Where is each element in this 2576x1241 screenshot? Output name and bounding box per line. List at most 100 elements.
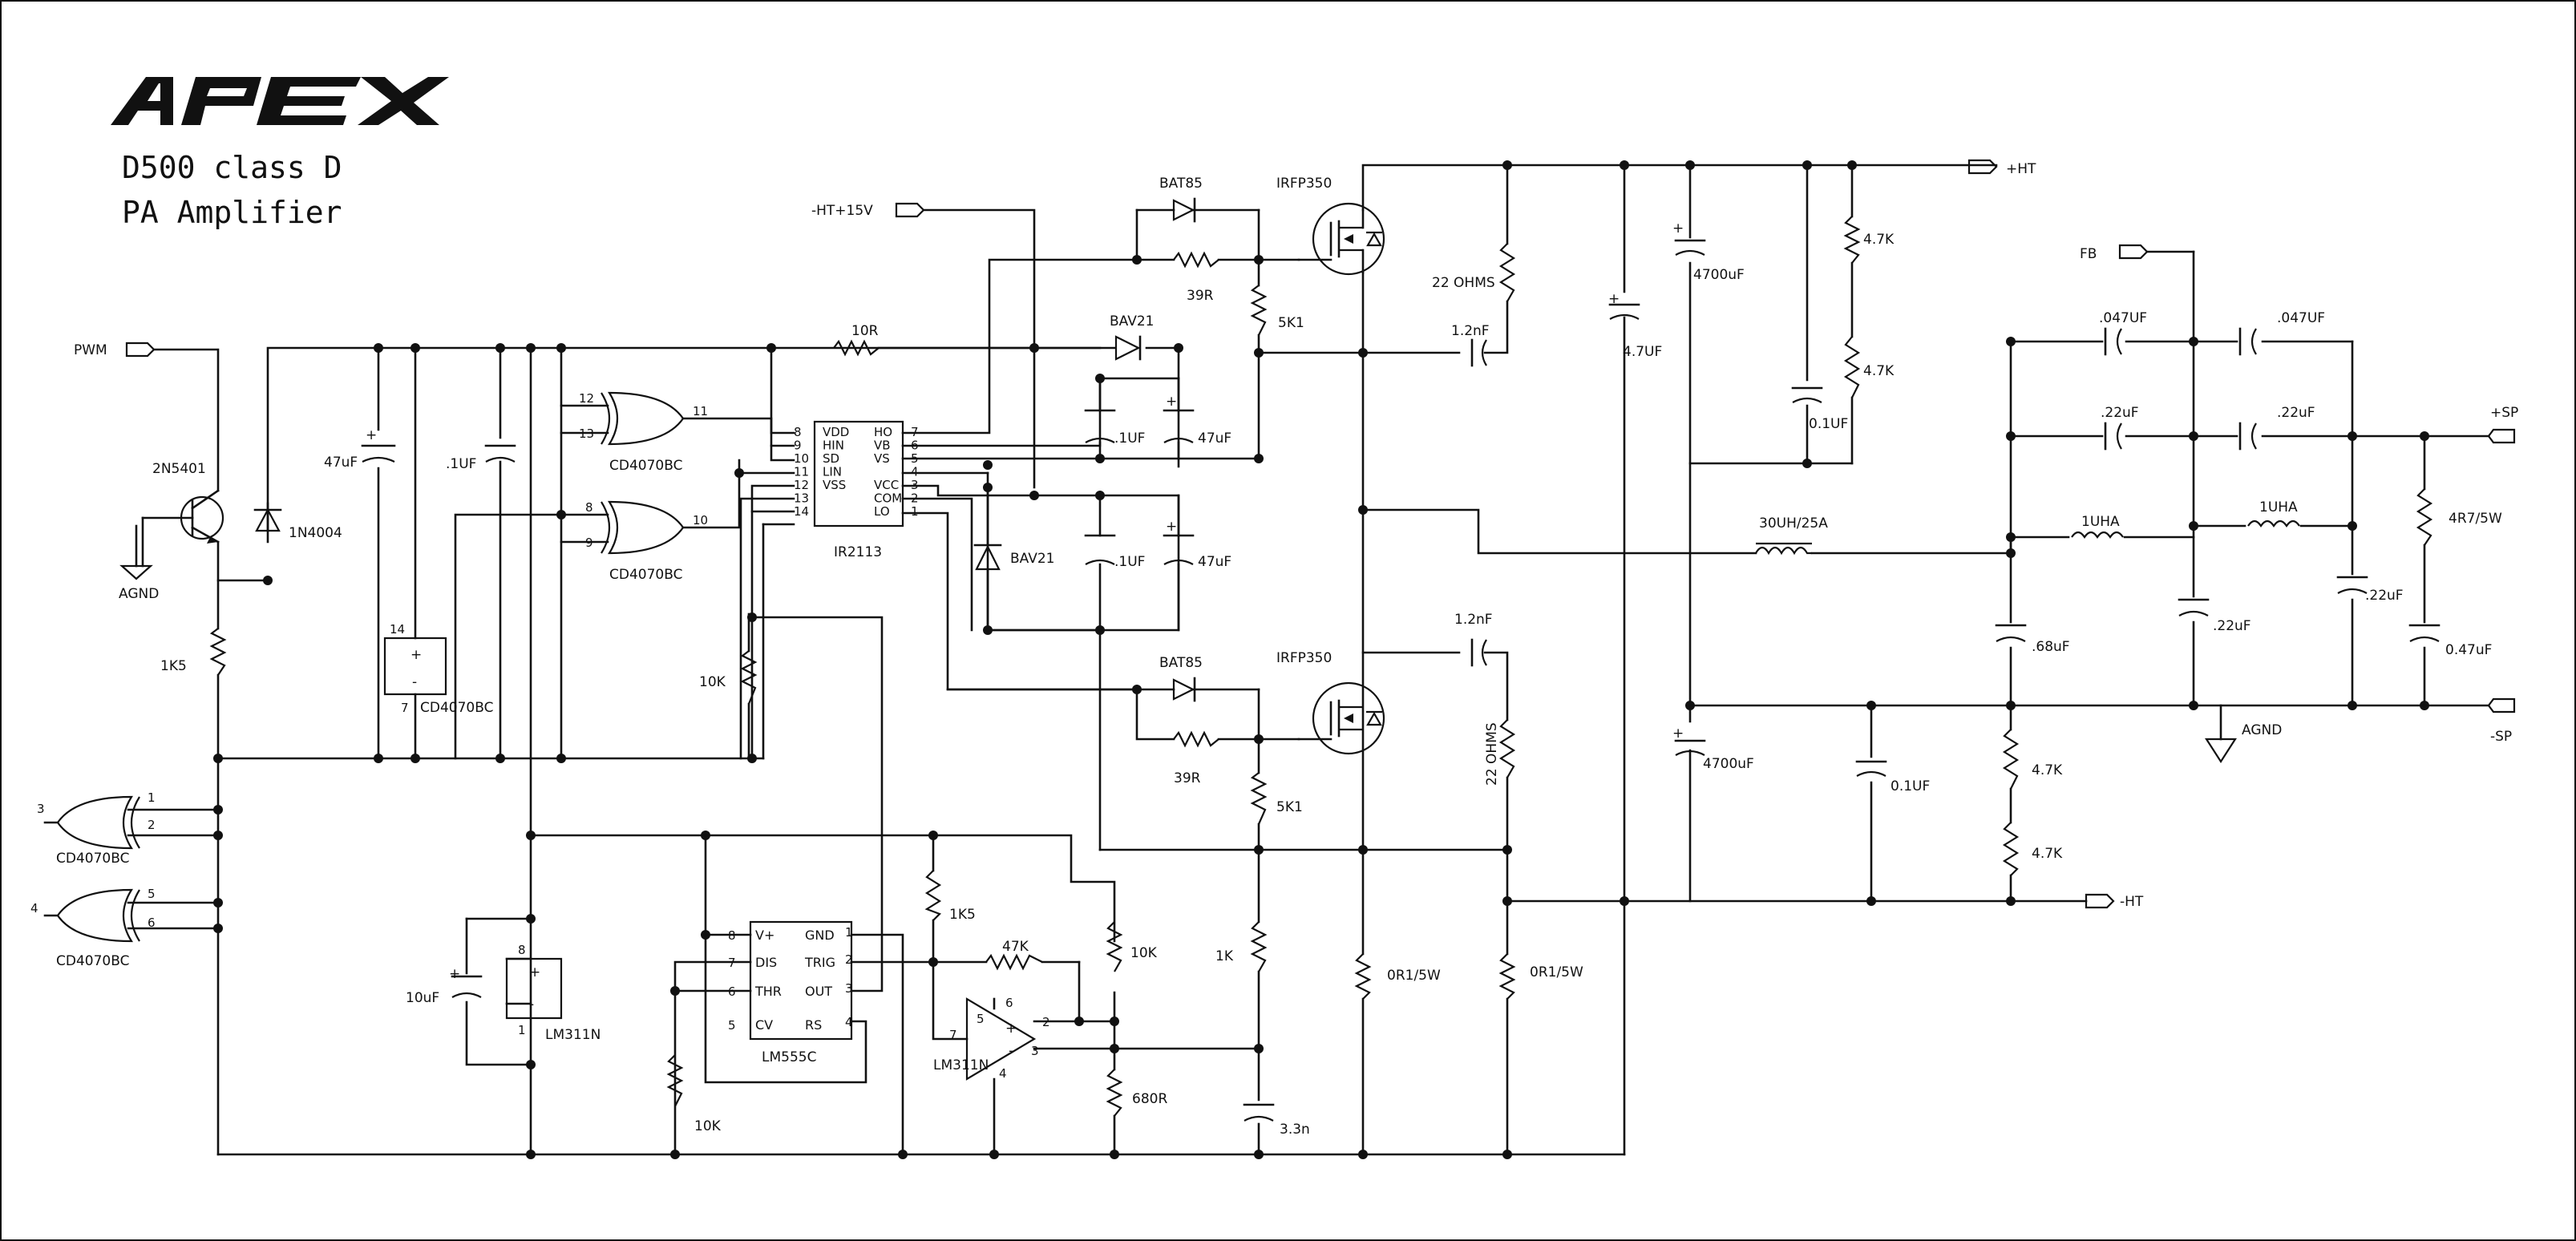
resistor-1k5[interactable]: 1K5 <box>160 628 227 676</box>
resistor-1k5-b[interactable]: 1K5 <box>924 870 976 923</box>
svg-text:11: 11 <box>693 404 708 418</box>
resistor-22ohm-lo[interactable]: 22 OHMS <box>1484 719 1516 786</box>
diode-bav21-hi[interactable]: BAV21 <box>1110 313 1154 361</box>
capacitor-3-3n[interactable]: 3.3n <box>1243 1103 1310 1138</box>
capacitor-1-2nf-lo[interactable]: 1.2nF <box>1454 612 1493 667</box>
svg-text:4.7K: 4.7K <box>1863 232 1895 248</box>
capacitor-4700uf-lo[interactable]: + 4700uF <box>1672 726 1754 772</box>
svg-text:.22uF: .22uF <box>2277 405 2315 421</box>
port-plus-ht[interactable]: +HT <box>1967 159 2036 177</box>
svg-text:4: 4 <box>30 901 38 916</box>
capacitor-4700uf-hi[interactable]: + 4700uF <box>1672 220 1745 283</box>
resistor-4-7k-1[interactable]: 4.7K <box>1843 216 1895 264</box>
capacitor-10uf[interactable]: + 10uF <box>406 966 483 1006</box>
resistor-10r[interactable]: 10R <box>833 323 880 357</box>
ir2113-pin-number: 4 <box>911 465 919 479</box>
ir2113-pin-name: VSS <box>823 478 846 492</box>
svg-text:-: - <box>529 996 534 1013</box>
inductor-30uh[interactable]: 30UH/25A <box>1755 515 1828 556</box>
svg-text:7: 7 <box>949 1028 957 1042</box>
resistor-5k1-hi[interactable]: 5K1 <box>1250 285 1304 336</box>
ir2113-pin-number: 6 <box>911 439 919 453</box>
capacitor-1-2nf-hi[interactable]: 1.2nF <box>1451 323 1490 367</box>
capacitor-22uf-d[interactable]: .22uF <box>2336 576 2404 604</box>
svg-text:.047UF: .047UF <box>2277 310 2325 326</box>
svg-text:FB: FB <box>2080 246 2097 262</box>
inductor-1uha-b[interactable]: 1UHA <box>2247 499 2300 528</box>
resistor-10k-a[interactable]: 10K <box>699 650 758 705</box>
capacitor-0-1uf-lo[interactable]: 0.1UF <box>1855 760 1930 794</box>
svg-text:10K: 10K <box>694 1118 722 1134</box>
port-plus-sp[interactable]: +SP <box>2487 405 2518 444</box>
resistor-39r-hi[interactable]: 39R <box>1173 251 1219 304</box>
resistor-4r7[interactable]: 4R7/5W <box>2416 488 2502 546</box>
capacitor-0-1uf-hi[interactable]: 0.1UF <box>1791 386 1848 432</box>
resistor-4-7k-3[interactable]: 4.7K <box>2002 729 2063 790</box>
resistor-1k[interactable]: 1K <box>1215 921 1268 972</box>
capacitor-01uf-left[interactable]: .1UF <box>446 444 516 472</box>
resistor-0r1-a[interactable]: 0R1/5W <box>1354 953 1441 1000</box>
port-minus-sp[interactable]: -SP <box>2487 697 2516 745</box>
capacitor-47uf-left[interactable]: + 47uF <box>324 427 396 471</box>
port-fb[interactable]: FB <box>2080 244 2149 262</box>
resistor-10k-c[interactable]: 10K <box>1106 921 1158 972</box>
svg-text:+: + <box>1672 726 1684 742</box>
mosfet-hi[interactable]: IRFP350 <box>1276 176 1385 276</box>
diode-bat85-lo[interactable]: BAT85 <box>1159 655 1203 702</box>
port-pwm[interactable]: PWM <box>74 342 156 358</box>
svg-text:CD4070BC: CD4070BC <box>56 851 129 867</box>
xor-gate-u2[interactable]: 89 10 CD4070BC <box>585 500 708 583</box>
diode-bat85-hi[interactable]: BAT85 <box>1159 176 1203 223</box>
capacitor-47uf-lo[interactable]: + 47uF <box>1163 519 1231 570</box>
port-minus-ht[interactable]: -HT <box>2085 893 2144 910</box>
xor-gate-u4[interactable]: 4 56 CD4070BC <box>30 887 156 969</box>
svg-text:4.7K: 4.7K <box>2032 762 2063 778</box>
resistor-22ohm-hi[interactable]: 22 OHMS <box>1432 243 1516 302</box>
resistor-4-7k-4[interactable]: 4.7K <box>2002 822 2063 876</box>
lm555-pin-number: 3 <box>845 981 853 996</box>
inductor-1uha-a[interactable]: 1UHA <box>2071 514 2124 539</box>
xor-gate-u3[interactable]: 3 12 CD4070BC <box>37 790 156 867</box>
lm555-pin-number: 5 <box>728 1018 736 1033</box>
capacitor-047uf-b[interactable]: .047UF <box>2238 310 2325 356</box>
lm311-supply[interactable]: + - 8 1 LM311N <box>505 943 601 1043</box>
capacitor-01uf-lo[interactable]: .1UF <box>1084 534 1145 570</box>
lm555-timer[interactable]: LM555C <box>749 920 853 1065</box>
resistor-0r1-b[interactable]: 0R1/5W <box>1498 953 1583 1000</box>
cd4070-supply[interactable]: + - 14 7 CD4070BC <box>383 622 493 716</box>
transistor-q1[interactable]: 2N5401 <box>141 461 224 568</box>
svg-text:0.47uF: 0.47uF <box>2445 642 2492 658</box>
diode-d1[interactable]: 1N4004 <box>253 507 342 541</box>
capacitor-68uf[interactable]: .68uF <box>1995 624 2070 655</box>
resistor-47k[interactable]: 47K <box>985 939 1043 971</box>
svg-text:1K5: 1K5 <box>949 907 976 923</box>
mosfet-lo[interactable]: IRFP350 <box>1276 650 1385 755</box>
port-ht15[interactable]: -HT+15V <box>811 202 925 219</box>
capacitor-01uf-hi[interactable]: .1UF <box>1084 409 1145 447</box>
capacitor-22uf-a[interactable]: .22uF <box>2101 405 2139 451</box>
ir2113-driver[interactable]: IR2113 <box>813 420 904 560</box>
svg-text:14: 14 <box>390 622 405 637</box>
capacitor-0-47uf[interactable]: 0.47uF <box>2408 624 2492 658</box>
resistor-680r[interactable]: 680R <box>1106 1069 1167 1117</box>
svg-text:10uF: 10uF <box>406 990 439 1006</box>
capacitor-22uf-b[interactable]: .22uF <box>2238 405 2315 451</box>
svg-text:BAV21: BAV21 <box>1010 551 1054 567</box>
capacitor-4-7uf[interactable]: + 4.7UF <box>1608 291 1662 360</box>
resistor-4-7k-2[interactable]: 4.7K <box>1843 336 1895 398</box>
svg-text:+: + <box>1005 1021 1017 1037</box>
svg-text:6: 6 <box>1005 996 1013 1010</box>
svg-text:+: + <box>1608 291 1620 307</box>
resistor-39r-lo[interactable]: 39R <box>1173 730 1219 786</box>
lm311-comparator[interactable]: + - 56 23 74 LM311N <box>933 996 1050 1081</box>
capacitor-22uf-c[interactable]: .22uF <box>2178 598 2251 634</box>
resistor-5k1-lo[interactable]: 5K1 <box>1250 772 1303 825</box>
resistor-10k-b[interactable]: 10K <box>666 1054 722 1134</box>
diode-bav21-lo[interactable]: BAV21 <box>973 544 1054 571</box>
capacitor-47uf-hi[interactable]: + 47uF <box>1163 394 1231 447</box>
capacitor-047uf-a[interactable]: .047UF <box>2099 310 2147 356</box>
